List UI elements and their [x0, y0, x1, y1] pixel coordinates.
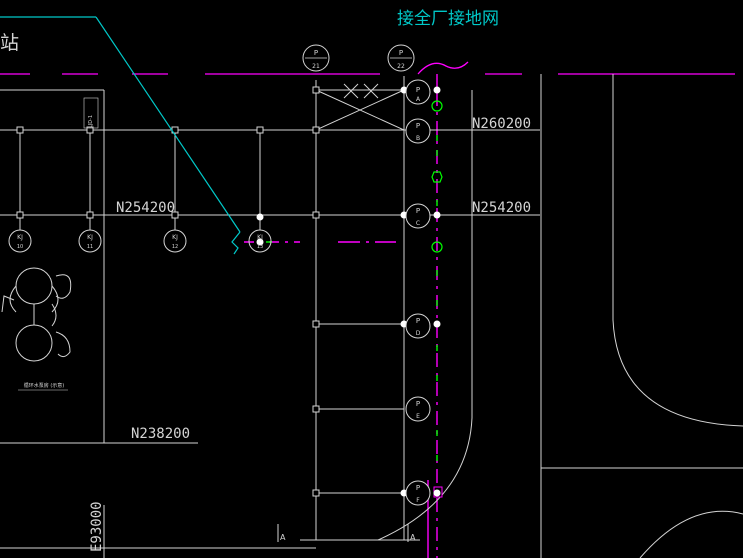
coord-n254200-right: N254200 — [472, 200, 531, 216]
column-bubble-letter: P — [416, 207, 420, 215]
cross-marks — [343, 83, 379, 99]
column-bubble-pc: P C — [405, 203, 431, 229]
title-connect-ground-grid: 接全厂接地网 — [397, 9, 499, 29]
grid-bubble-number: 21 — [312, 63, 320, 70]
column-bubble-letter: P — [416, 317, 420, 325]
pump-equipment-symbol — [1, 267, 72, 362]
section-mark-a-right: A — [410, 533, 416, 542]
coord-n260200: N260200 — [472, 116, 531, 132]
equipment-caption: 循环水泵房 (示意) — [24, 382, 65, 389]
ground-rod-1 — [431, 100, 443, 112]
column-bubble-letter: P — [416, 400, 420, 408]
grid-bubble-p21: P 21 — [302, 44, 330, 72]
column-bubble-letter: P — [416, 86, 420, 94]
kj-bubble-letter: KJ — [172, 234, 178, 241]
coord-n254200-left: N254200 — [116, 200, 175, 216]
partial-station-text: 站 — [0, 32, 19, 54]
magenta-boundary-line — [0, 61, 735, 75]
kj-bubble-number: 13 — [257, 244, 263, 250]
square-nodes — [16, 86, 443, 498]
column-bubble-letter: P — [416, 484, 420, 492]
column-bubble-pb: P B — [405, 118, 431, 144]
column-bubble-sub: B — [416, 135, 420, 142]
kj-bubble-letter: KJ — [257, 234, 263, 241]
column-bubble-sub: F — [416, 497, 420, 504]
ground-rods — [431, 100, 443, 253]
connection-nodes — [256, 86, 441, 497]
kj-bubble-13: KJ 13 — [248, 229, 272, 253]
grid-bubble-letter: P — [314, 49, 318, 57]
ground-rod-2 — [431, 171, 443, 183]
column-bubble-pf: P F — [405, 480, 431, 506]
coord-n238200: N238200 — [131, 426, 190, 442]
cyan-leader-line — [0, 16, 241, 255]
column-bubble-pd: P D — [405, 313, 431, 339]
grid-bubble-number: 22 — [397, 63, 405, 70]
grid-bubble-p22: P 22 — [387, 44, 415, 72]
column-bubble-pe: P E — [405, 396, 431, 422]
column-bubble-sub: D — [416, 330, 421, 337]
kj-bubble-number: 10 — [17, 244, 23, 250]
column-bubble-sub: C — [416, 220, 420, 227]
column-bubble-pa: P A — [405, 79, 431, 105]
kj-bubble-number: 11 — [87, 244, 93, 250]
kj-bubble-letter: KJ — [17, 234, 23, 241]
ground-rod-3 — [431, 241, 443, 253]
kj-bubble-number: 12 — [172, 244, 178, 250]
column-bubble-letter: P — [416, 122, 420, 130]
kj-bubble-10: KJ 10 — [8, 229, 32, 253]
column-bubble-sub: E — [416, 413, 420, 420]
structure-grid — [0, 74, 743, 558]
small-vertical-label: LJD-1 — [88, 115, 94, 128]
column-bubble-sub: A — [416, 96, 421, 103]
coord-e93000: E93000 — [89, 501, 105, 552]
kj-bubble-letter: KJ — [87, 234, 93, 241]
kj-bubble-11: KJ 11 — [78, 229, 102, 253]
section-mark-a-left: A — [280, 533, 286, 542]
small-label-frame — [83, 97, 99, 129]
grid-bubble-letter: P — [399, 49, 403, 57]
kj-bubble-12: KJ 12 — [163, 229, 187, 253]
